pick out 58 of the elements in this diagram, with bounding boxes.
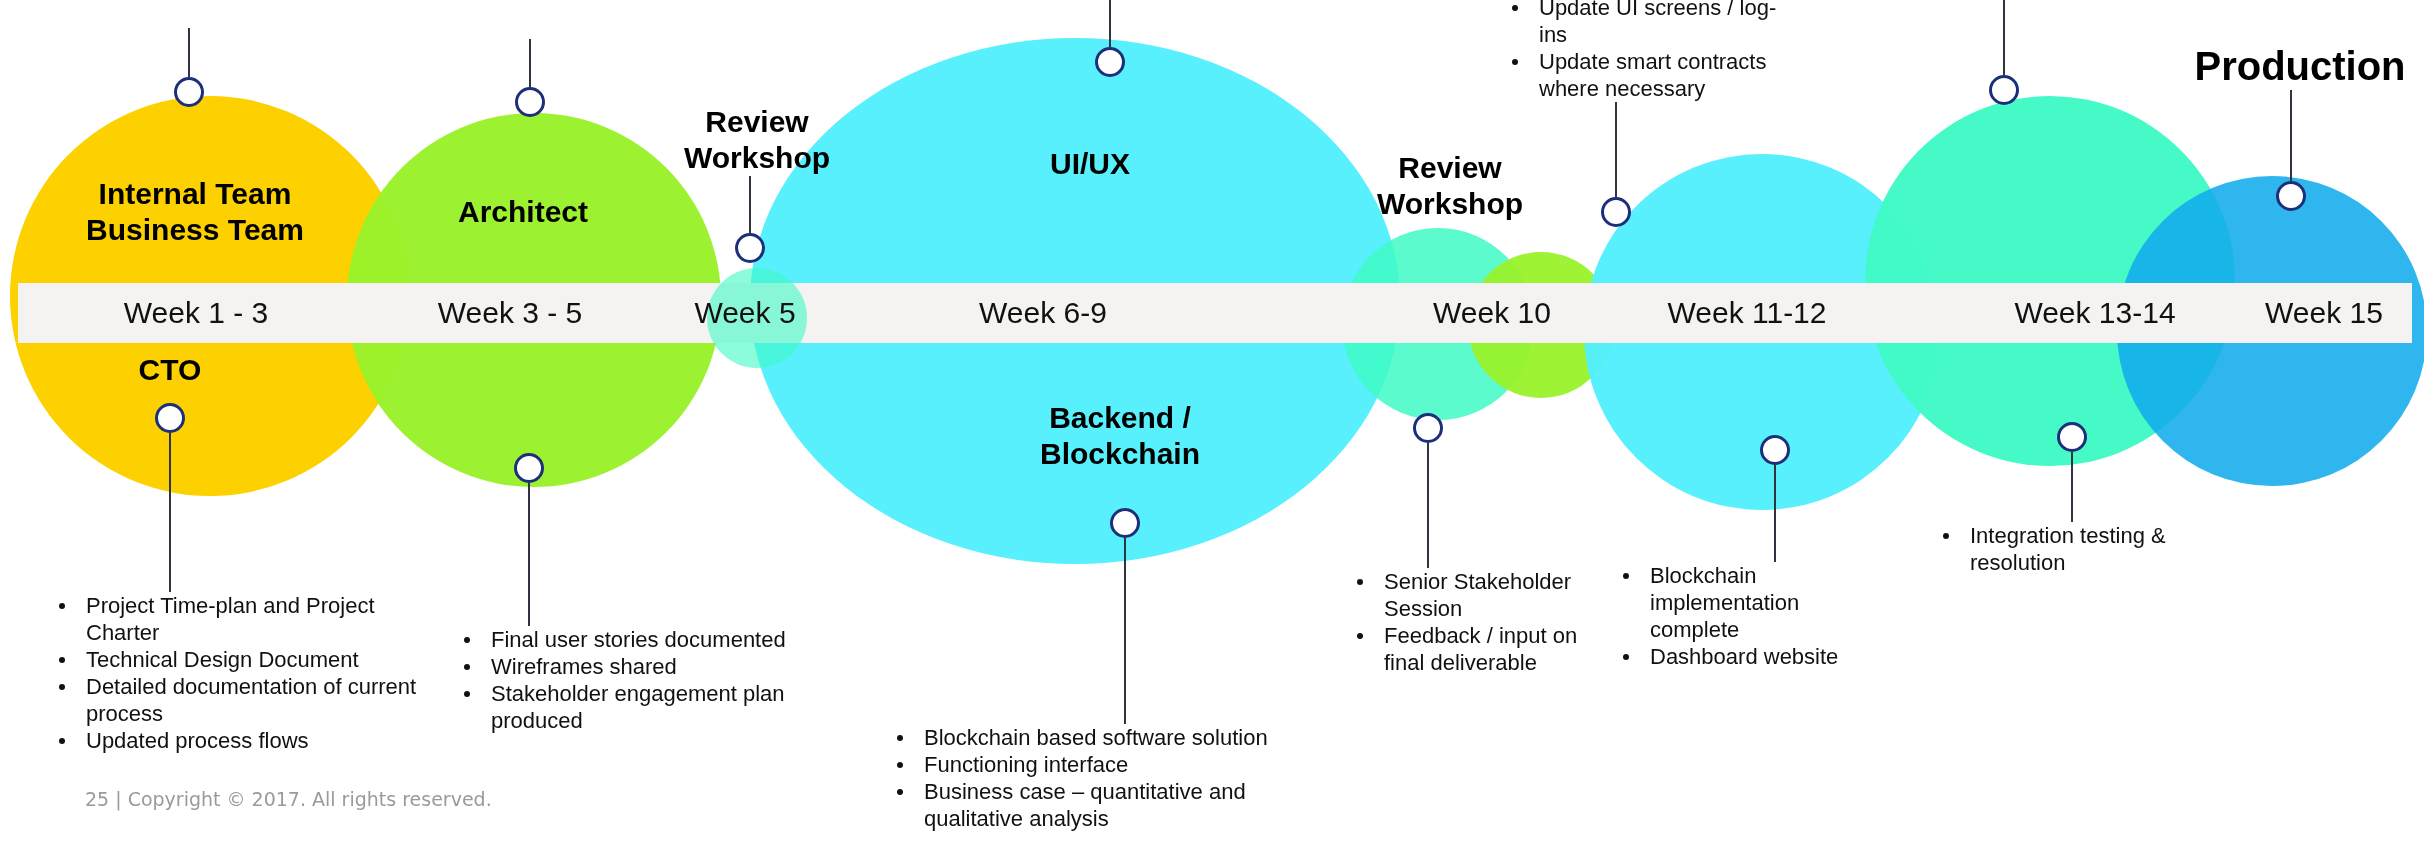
phase-heading: Production — [2180, 42, 2420, 90]
pin-marker — [1095, 47, 1125, 77]
leader-line — [188, 27, 190, 78]
week-label: Week 15 — [2265, 296, 2383, 330]
phase-heading: Backend / Blockchain — [1038, 400, 1202, 472]
pin-marker — [174, 77, 204, 107]
bullet-text: Business case – quantitative and qualitative analysis — [924, 778, 1247, 832]
bullet-text: Blockchain implementation complete — [1650, 562, 1801, 643]
week-label: Week 5 — [694, 296, 796, 330]
leader-line — [1774, 464, 1776, 563]
phase-heading: Architect — [456, 194, 589, 230]
bullet-text: Project Time-plan and Project Charter — [86, 592, 376, 646]
bullet-text: Technical Design Document — [86, 646, 360, 673]
week-label: Week 1 - 3 — [123, 296, 269, 330]
leader-line — [749, 175, 751, 234]
pin-marker — [514, 453, 544, 483]
bullet-text: Stakeholder engagement plan produced — [491, 680, 786, 734]
leader-line — [529, 38, 531, 88]
week-label: Week 10 — [1433, 296, 1551, 330]
phase-heading: Internal Team Business Team — [85, 176, 305, 248]
bullet-text: Integration testing & resolution — [1970, 522, 2167, 576]
leader-line — [1427, 442, 1429, 569]
week-label: Week 6-9 — [979, 296, 1107, 330]
leader-line — [169, 432, 171, 593]
pin-marker — [1601, 197, 1631, 227]
bullet-text: Blockchain based software solution — [924, 724, 1269, 751]
week-label: Week 11-12 — [1667, 296, 1827, 330]
bullet-text: Update smart contracts where necessary — [1539, 48, 1768, 102]
pin-marker — [155, 403, 185, 433]
bullet-text: Wireframes shared — [491, 653, 678, 680]
pin-marker — [515, 87, 545, 117]
leader-line — [1124, 537, 1126, 725]
week-label: Week 3 - 5 — [437, 296, 583, 330]
leader-line — [2071, 451, 2073, 523]
leader-line — [1109, 0, 1111, 48]
footer-note: 25 | Copyright © 2017. All rights reserved. — [85, 788, 492, 810]
leader-line — [528, 482, 530, 627]
pin-marker — [1760, 435, 1790, 465]
phase-heading: UI/UX — [1049, 146, 1131, 182]
pin-marker — [1110, 508, 1140, 538]
pin-marker — [1989, 75, 2019, 105]
pin-marker — [735, 233, 765, 263]
bullet-text: Feedback / input on final deliverable — [1384, 622, 1579, 676]
week-label: Week 13-14 — [2014, 296, 2176, 330]
bullet-text: Senior Stakeholder Session — [1384, 568, 1573, 622]
phase-heading: CTO — [137, 352, 203, 388]
bullet-text: Final user stories documented — [491, 626, 787, 653]
leader-line — [1615, 101, 1617, 198]
bullet-text: Functioning interface — [924, 751, 1130, 778]
pin-marker — [1413, 413, 1443, 443]
leader-line — [2003, 0, 2005, 76]
pin-marker — [2276, 181, 2306, 211]
pin-marker — [2057, 422, 2087, 452]
bullet-text: Dashboard website — [1650, 643, 1840, 670]
bullet-text: Detailed documentation of current process — [86, 673, 418, 727]
phase-heading: Review Workshop — [1375, 150, 1525, 222]
bullet-text: Updated process flows — [86, 727, 310, 754]
leader-line — [2290, 89, 2292, 182]
